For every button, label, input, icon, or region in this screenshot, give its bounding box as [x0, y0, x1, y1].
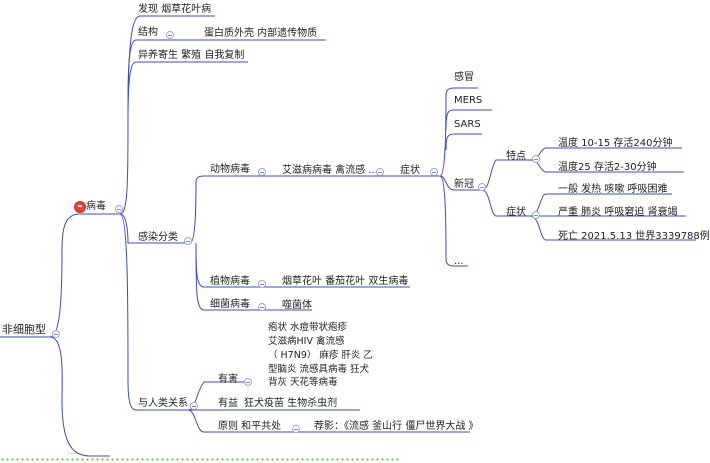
human-relation-node[interactable]: 与人类关系	[138, 398, 188, 409]
animal-examples-node[interactable]: 艾滋病病毒 禽流感 ...	[282, 165, 378, 176]
bacteria-virus-node[interactable]: 细菌病毒	[210, 299, 250, 310]
symptom-detail-3[interactable]: 死亡 2021.5.13 世界3339788例	[558, 231, 710, 242]
beneficial-detail-node[interactable]: 狂犬疫苗 生物杀虫剂	[244, 398, 338, 409]
sad-face-icon	[74, 201, 86, 213]
plant-virus-node[interactable]: 植物病毒	[210, 276, 250, 287]
symptom-item-cold[interactable]: 感冒	[454, 72, 474, 83]
harmful-line-2: 艾滋病HIV 禽流感	[268, 336, 345, 347]
virus-node[interactable]: 病毒	[86, 201, 106, 212]
bacteria-examples-node[interactable]: 噬菌体	[282, 300, 312, 311]
feature-item-2[interactable]: 温度25 存活2-30分钟	[558, 162, 657, 173]
harmful-line-3: （ H7N9） 麻疹 肝炎 乙	[268, 350, 373, 361]
canvas-boundary-dotted-line	[0, 458, 400, 461]
placeholder-dash: ----	[68, 450, 79, 458]
collapse-toggle-covid[interactable]	[478, 183, 486, 191]
collapse-toggle-root[interactable]	[52, 330, 60, 338]
collapse-toggle-animal-examples[interactable]	[376, 168, 384, 176]
animal-virus-node[interactable]: 动物病毒	[210, 164, 250, 175]
collapse-toggle-symptom-detail[interactable]	[532, 211, 540, 219]
feature-item-1[interactable]: 温度 10-15 存活240分钟	[558, 138, 673, 149]
discovery-node[interactable]: 发现 烟草花叶病	[138, 4, 212, 15]
collapse-toggle-structure[interactable]	[166, 31, 174, 39]
collapse-toggle-human[interactable]	[190, 402, 198, 410]
collapse-toggle-symptoms[interactable]	[430, 168, 438, 176]
collapse-toggle-classification[interactable]	[184, 237, 192, 245]
symptom-label-node[interactable]: 症状	[506, 207, 526, 218]
symptom-detail-2[interactable]: 严重 肺炎 呼吸窘迫 肾衰竭	[558, 207, 678, 218]
features-node[interactable]: 特点	[506, 151, 526, 162]
principle-node[interactable]: 原则 和平共处	[218, 421, 282, 432]
root-node[interactable]: 非细胞型	[2, 323, 46, 336]
collapse-toggle-principle[interactable]	[292, 425, 300, 433]
collapse-toggle-features[interactable]	[532, 155, 540, 163]
collapse-toggle-animal[interactable]	[258, 168, 266, 176]
harmful-line-4: 型脑炎 流感具病毒 狂犬	[268, 364, 370, 375]
plant-examples-node[interactable]: 烟草花叶 番茄花叶 双生病毒	[282, 276, 409, 287]
harmful-line-1: 疱状 水痘带状疱疹	[268, 322, 348, 333]
symptom-item-covid[interactable]: 新冠	[454, 179, 474, 190]
symptom-item-sars[interactable]: SARS	[454, 119, 481, 130]
structure-node[interactable]: 结构	[138, 27, 158, 38]
beneficial-node[interactable]: 有益	[218, 398, 238, 409]
reproduction-node[interactable]: 异养寄生 繁殖 自我复制	[138, 50, 245, 61]
classification-node[interactable]: 感染分类	[138, 232, 178, 243]
symptoms-node[interactable]: 症状	[400, 165, 420, 176]
harmful-node[interactable]: 有害	[218, 374, 238, 385]
collapse-toggle-virus[interactable]	[115, 205, 123, 213]
collapse-toggle-bacteria[interactable]	[258, 303, 266, 311]
symptom-item-more[interactable]: ...	[454, 256, 464, 267]
symptom-item-mers[interactable]: MERS	[454, 95, 483, 106]
movie-node[interactable]: 荐影：《流感 釜山行 僵尸世界大战 》	[314, 421, 479, 432]
structure-detail-node[interactable]: 蛋白质外壳 内部遗传物质	[204, 28, 318, 39]
collapse-toggle-harmful[interactable]	[244, 378, 252, 386]
harmful-line-5: 背灰 天花等病毒	[268, 377, 338, 388]
collapse-toggle-plant[interactable]	[258, 280, 266, 288]
symptom-detail-1[interactable]: 一般 发热 咳嗽 呼吸困难	[558, 184, 668, 195]
